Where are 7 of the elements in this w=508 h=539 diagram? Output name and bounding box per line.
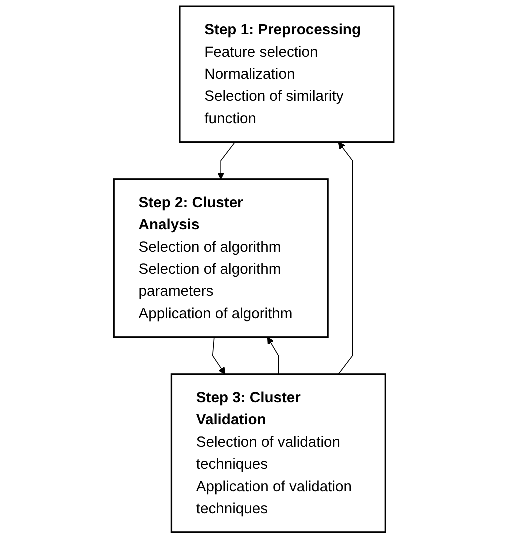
arrow: [338, 142, 354, 375]
node-box: Step 1: Preprocessing Feature selection Normalization Selection of similarity function: [179, 6, 395, 144]
node-box: Step 3: Cluster Validation Selection of validation techniques Application of validation techniques: [170, 374, 386, 534]
arrow: [267, 337, 280, 375]
arrow: [217, 142, 236, 180]
node-box: Step 2: Cluster Analysis Selection of algorithm Selection of algorithm parameters Application of algorithm: [113, 178, 329, 338]
arrow: [212, 336, 226, 375]
